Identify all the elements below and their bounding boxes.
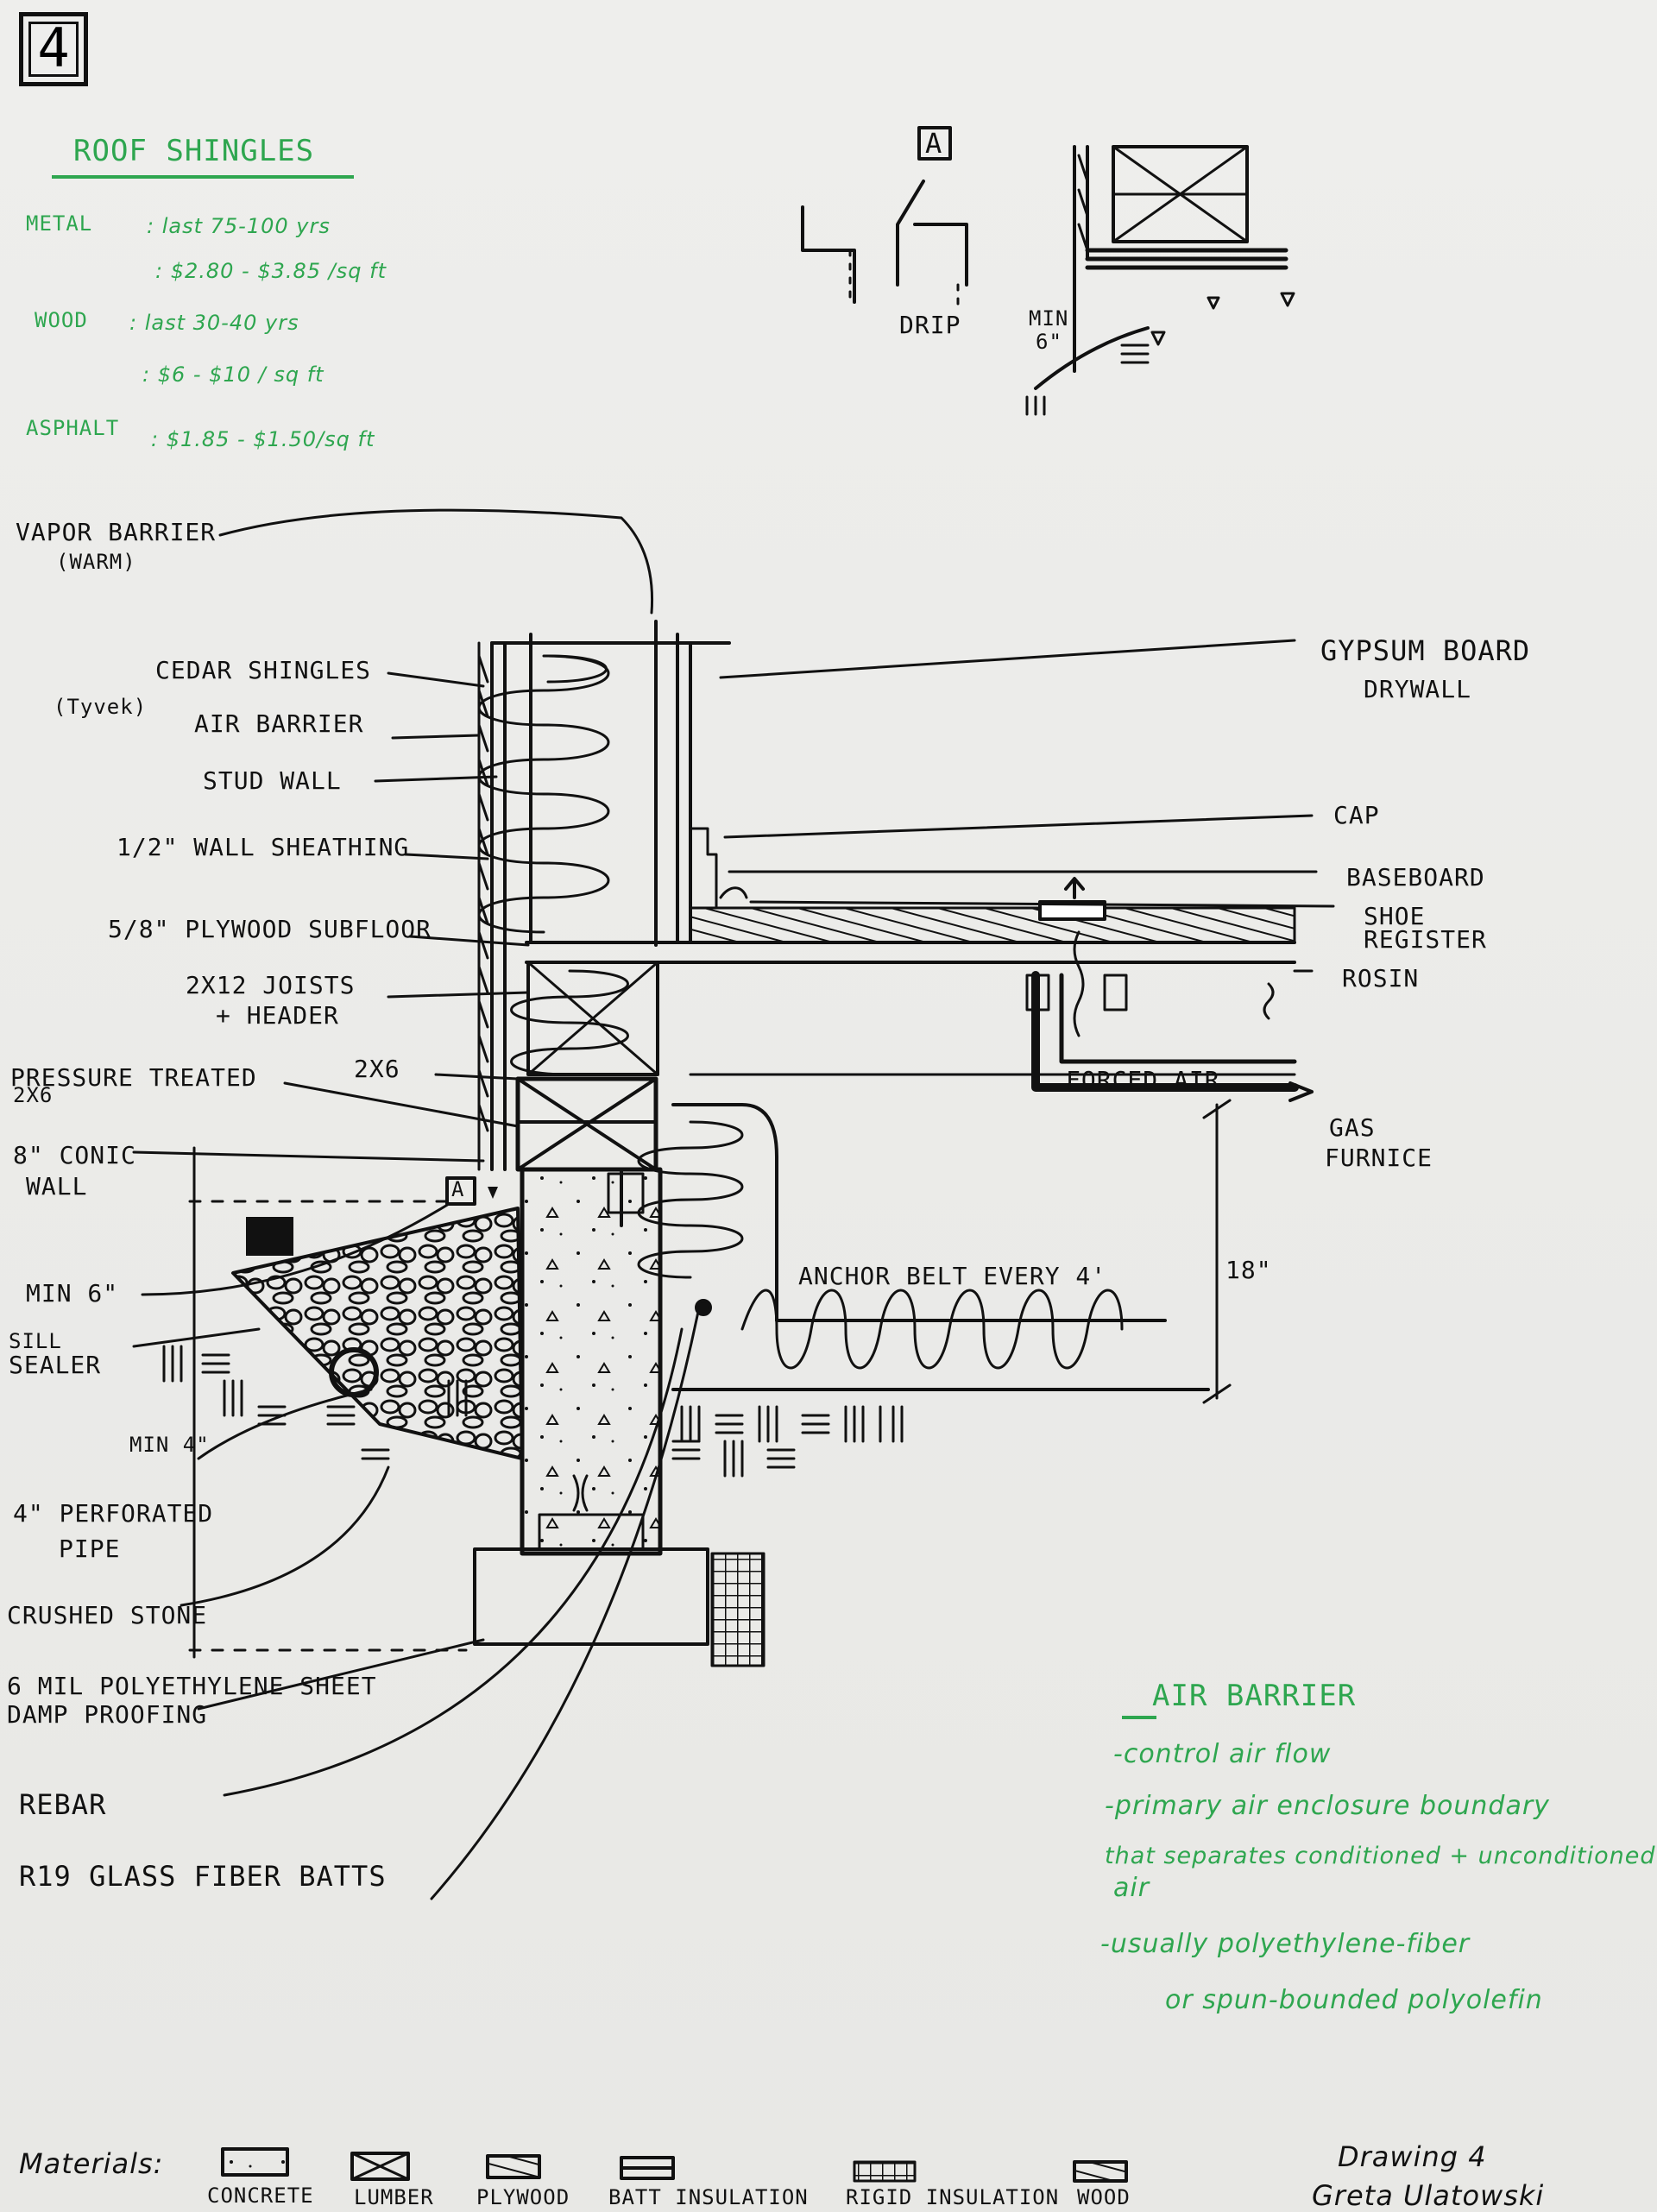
air-barrier-note-line1: -control air flow [1113,1739,1332,1769]
section-a-marker: A [451,1177,465,1201]
drawing-number: Drawing 4 [1338,2140,1487,2173]
crushed-stone-label: CRUSHED STONE [7,1601,208,1629]
anchor-belt-label: ANCHOR BELT EVERY 4' [798,1262,1107,1290]
perforated-pipe-label-1: 4" PERFORATED [13,1499,214,1528]
stud-wall-label: STUD WALL [203,766,342,795]
sheet-number-box: 4 [19,12,88,86]
legend-concrete: CONCRETE [207,2184,314,2208]
min-4-label: MIN 4" [129,1433,210,1457]
pressure-treated-label-1: PRESSURE TREATED [10,1063,257,1092]
asphalt-label: ASPHALT [26,416,120,440]
wood-life: : last 30-40 yrs [129,311,299,335]
batts-label: R19 GLASS FIBER BATTS [19,1860,387,1893]
gas-label: GAS [1329,1113,1376,1142]
air-barrier-note-line4: air [1113,1873,1150,1903]
detail-min-label: MIN [1029,306,1069,331]
drip-label: DRIP [899,311,961,339]
sill-sealer-label-2: SEALER [9,1351,102,1379]
roof-shingles-title: ROOF SHINGLES [73,134,315,168]
wall-sheathing-label: 1/2" WALL SHEATHING [117,833,410,861]
dimension-18-label: 18" [1225,1256,1272,1284]
conic-wall-label-2: WALL [26,1172,88,1201]
cap-label: CAP [1333,801,1380,829]
detail-a-marker: A [925,127,943,160]
joists-label-2: + HEADER [216,1001,339,1030]
rebar-label: REBAR [19,1788,107,1821]
air-barrier-note-line3: that separates conditioned + uncondition… [1105,1843,1656,1869]
drawing-author: Greta Ulatowski [1312,2179,1545,2212]
drywall-label: DRYWALL [1364,675,1472,703]
legend-rigid: RIGID INSULATION [846,2185,1060,2209]
detail-min-value: 6" [1036,330,1062,354]
air-barrier-note-line6: or spun-bounded polyolefin [1165,1985,1543,2015]
sill-sealer-label-1: SILL [9,1329,62,1353]
forced-air-label: FORCED AIR [1066,1066,1220,1094]
air-barrier-note-line5: -usually polyethylene-fiber [1100,1929,1471,1959]
min-6-label: MIN 6" [26,1279,119,1308]
joists-label-1: 2X12 JOISTS [186,971,356,999]
air-barrier-label: AIR BARRIER [194,709,364,738]
metal-label: METAL [26,211,93,236]
furnace-label: FURNICE [1325,1144,1433,1172]
legend-lumber: LUMBER [354,2185,434,2209]
vapor-barrier-label: VAPOR BARRIER [16,518,217,546]
vapor-barrier-note: (WARM) [56,550,136,574]
tyvek-label: (Tyvek) [54,695,148,719]
asphalt-cost: : $1.85 - $1.50/sq ft [151,427,375,451]
conic-wall-label-1: 8" CONIC [13,1141,136,1169]
cedar-shingles-label: CEDAR SHINGLES [155,656,372,684]
air-barrier-note-line2: -primary air enclosure boundary [1105,1791,1550,1821]
metal-cost: : $2.80 - $3.85 /sq ft [155,259,387,283]
shoe-label: SHOE [1364,902,1426,930]
poly-sheet-label-2: DAMP PROOFING [7,1700,208,1729]
gypsum-board-label: GYPSUM BOARD [1320,634,1531,667]
poly-sheet-label-1: 6 MIL POLYETHYLENE SHEET [7,1672,377,1700]
legend-wood: WOOD [1077,2185,1131,2209]
baseboard-label: BASEBOARD [1346,863,1485,892]
subfloor-label: 5/8" PLYWOOD SUBFLOOR [108,915,432,943]
legend-batt: BATT INSULATION [608,2185,809,2209]
legend-plywood: PLYWOOD [476,2185,570,2209]
wood-label: WOOD [35,308,88,332]
air-barrier-note-title: AIR BARRIER [1152,1679,1357,1713]
metal-life: : last 75-100 yrs [147,214,331,238]
two-by-six-label: 2X6 [354,1055,400,1083]
register-label: REGISTER [1364,925,1487,954]
rosin-label: ROSIN [1342,964,1420,993]
pressure-treated-label-2: 2X6 [13,1083,54,1107]
perforated-pipe-label-2: PIPE [59,1535,121,1563]
wood-cost: : $6 - $10 / sq ft [142,362,324,387]
legend-title: Materials: [19,2147,164,2180]
